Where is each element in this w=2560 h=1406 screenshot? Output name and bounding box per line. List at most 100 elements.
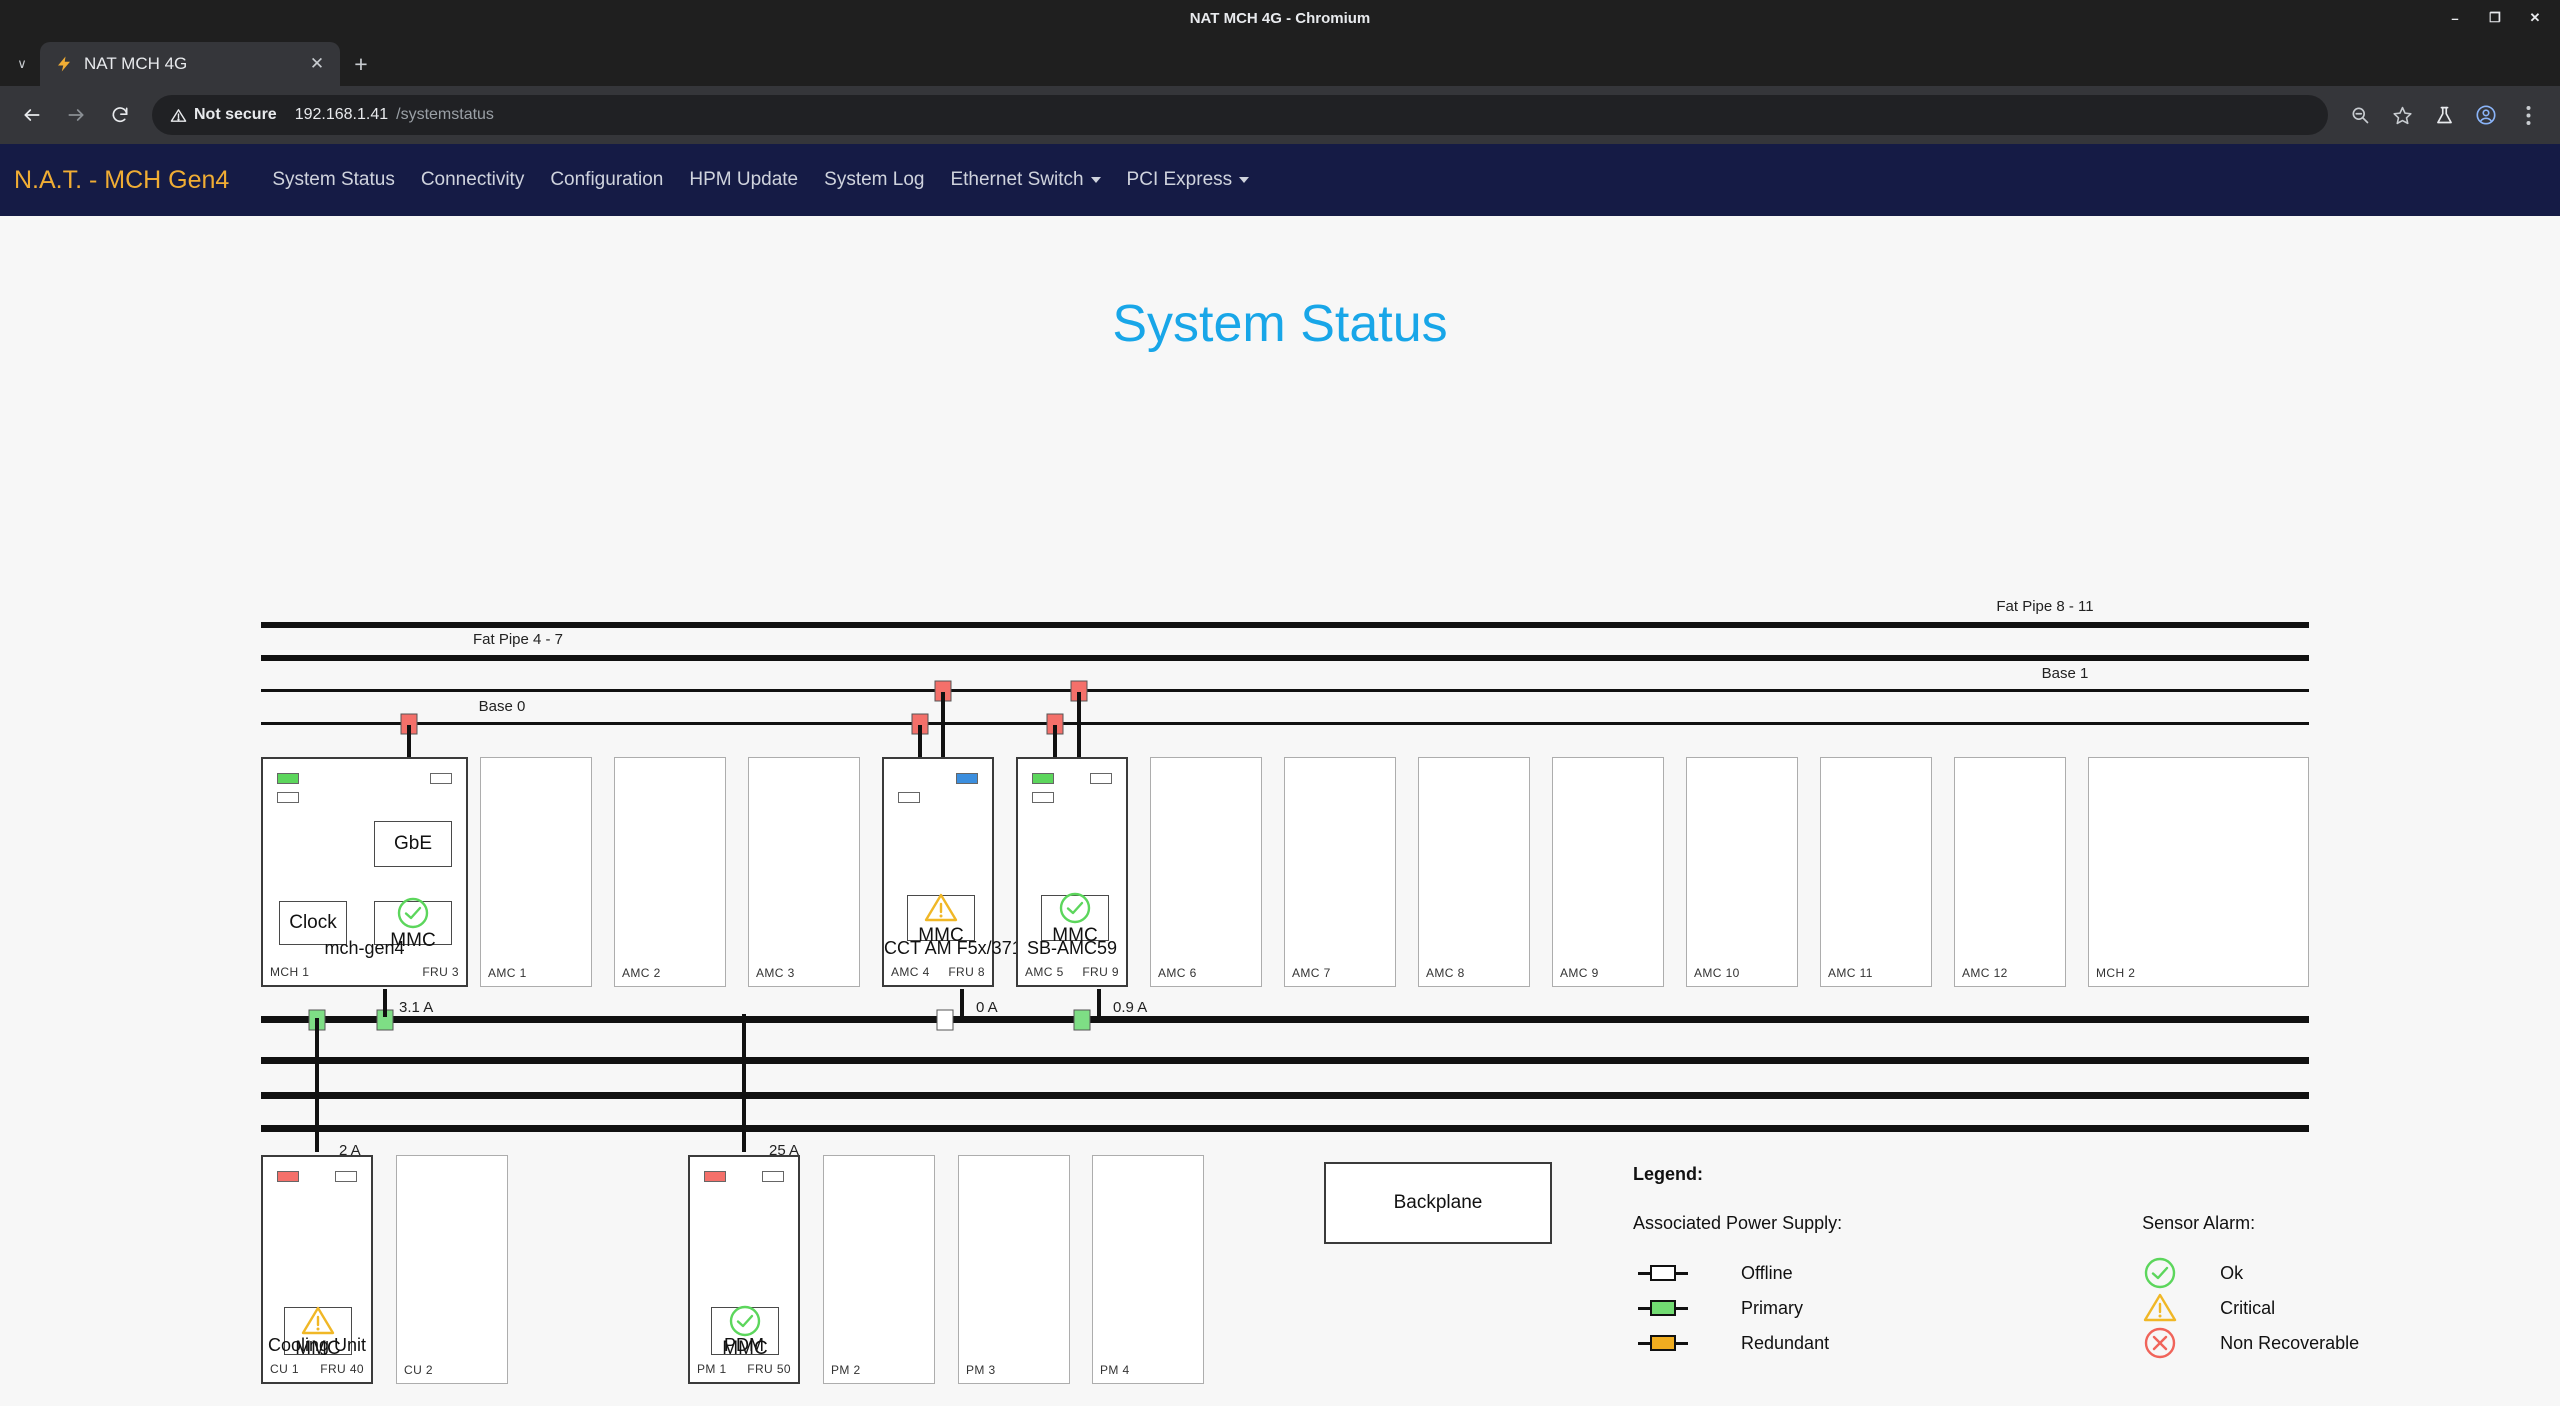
slot-card-amc-9[interactable]: AMC 9 bbox=[1552, 757, 1664, 987]
slot-card-amc-10[interactable]: AMC 10 bbox=[1686, 757, 1798, 987]
slot-id-label: MCH 2 bbox=[2096, 966, 2136, 980]
profile-avatar-icon[interactable] bbox=[2466, 95, 2506, 135]
bookmark-star-icon[interactable] bbox=[2382, 95, 2422, 135]
forward-icon[interactable] bbox=[56, 95, 96, 135]
link-marker-down[interactable] bbox=[934, 680, 952, 701]
chrome-menu-icon[interactable] bbox=[2508, 95, 2548, 135]
close-icon[interactable]: ✕ bbox=[309, 54, 325, 73]
experiments-flask-icon[interactable] bbox=[2424, 95, 2464, 135]
led-indicator-green bbox=[277, 773, 299, 784]
slot-id-label: AMC 8 bbox=[1426, 966, 1465, 980]
slot-card-amc-6[interactable]: AMC 6 bbox=[1150, 757, 1262, 987]
power-marker-up[interactable] bbox=[376, 1009, 394, 1030]
slot-id-label: PM 4 bbox=[1100, 1363, 1130, 1377]
nav-link-ethernet-switch[interactable]: Ethernet Switch bbox=[937, 161, 1113, 199]
slot-id-label: AMC 7 bbox=[1292, 966, 1331, 980]
slot-card-mch-2[interactable]: MCH 2 bbox=[2088, 757, 2309, 987]
link-marker-down[interactable] bbox=[400, 713, 418, 734]
brand-logo[interactable]: N.A.T. - MCH Gen4 bbox=[14, 165, 230, 194]
module-label: GbE bbox=[393, 833, 433, 855]
slot-card-pm-4[interactable]: PM 4 bbox=[1092, 1155, 1204, 1384]
power-marker-up[interactable] bbox=[308, 1009, 326, 1030]
back-icon[interactable] bbox=[12, 95, 52, 135]
slot-card-amc-1[interactable]: AMC 1 bbox=[480, 757, 592, 987]
slot-card-amc-2[interactable]: AMC 2 bbox=[614, 757, 726, 987]
slot-card-amc-3[interactable]: AMC 3 bbox=[748, 757, 860, 987]
power-stub-line bbox=[383, 989, 387, 1017]
slot-card-amc-11[interactable]: AMC 11 bbox=[1820, 757, 1932, 987]
current-label-lower: 2 A bbox=[339, 1142, 361, 1159]
browser-tab[interactable]: NAT MCH 4G ✕ bbox=[40, 42, 340, 86]
fru-id-label: FRU 8 bbox=[948, 965, 985, 979]
mmc-module-box[interactable]: MMC bbox=[1041, 892, 1109, 945]
slot-id-label: AMC 6 bbox=[1158, 966, 1197, 980]
bus-label-base-1: Base 1 bbox=[2041, 665, 2089, 682]
slot-id-label: AMC 9 bbox=[1560, 966, 1599, 980]
legend-sensor-alarm-heading: Sensor Alarm: bbox=[2142, 1213, 2256, 1233]
nav-link-hpm-update[interactable]: HPM Update bbox=[676, 161, 811, 199]
tab-search-icon[interactable]: ∨ bbox=[17, 56, 27, 71]
slot-card-name: mch-gen4 bbox=[324, 938, 405, 958]
module-box-clock[interactable]: Clock bbox=[279, 901, 347, 945]
address-bar[interactable]: Not secure 192.168.1.41/systemstatus bbox=[152, 95, 2328, 135]
nav-link-configuration[interactable]: Configuration bbox=[537, 161, 676, 199]
reload-icon[interactable] bbox=[100, 95, 140, 135]
mmc-module-box[interactable]: MMC bbox=[374, 897, 452, 950]
slot-id-label: MCH 1 bbox=[270, 965, 310, 979]
legend-swatch-green bbox=[1638, 1300, 1688, 1316]
nav-link-label: HPM Update bbox=[689, 169, 799, 190]
power-marker-up[interactable] bbox=[1073, 1009, 1091, 1030]
mmc-label: MMC bbox=[390, 930, 436, 952]
mmc-label: MMC bbox=[918, 925, 964, 947]
nav-link-label: PCI Express bbox=[1126, 169, 1233, 190]
power-marker-off[interactable] bbox=[936, 1009, 954, 1030]
nav-link-connectivity[interactable]: Connectivity bbox=[408, 161, 538, 199]
led-indicator-red bbox=[704, 1171, 726, 1182]
browser-tab-title: NAT MCH 4G bbox=[84, 54, 188, 73]
slot-card-pm-2[interactable]: PM 2 bbox=[823, 1155, 935, 1384]
slot-id-label: AMC 4 bbox=[891, 965, 930, 979]
link-marker-down[interactable] bbox=[1070, 680, 1088, 701]
slot-card-amc-8[interactable]: AMC 8 bbox=[1418, 757, 1530, 987]
legend-item-power-redundant: Redundant bbox=[1633, 1326, 1842, 1360]
browser-tabstrip: ∨ NAT MCH 4G ✕ + bbox=[0, 36, 2560, 86]
link-marker-down[interactable] bbox=[911, 713, 929, 734]
not-secure-indicator[interactable]: Not secure bbox=[166, 102, 287, 128]
legend-label: Non Recoverable bbox=[2220, 1332, 2360, 1353]
nav-link-pci-express[interactable]: PCI Express bbox=[1114, 161, 1263, 199]
current-label: 0.9 A bbox=[1113, 999, 1148, 1016]
slot-card-amc-7[interactable]: AMC 7 bbox=[1284, 757, 1396, 987]
mmc-label: MMC bbox=[1052, 925, 1098, 947]
slot-card-cu-2[interactable]: CU 2 bbox=[396, 1155, 508, 1384]
window-minimize-button[interactable]: – bbox=[2451, 10, 2459, 26]
legend-item-alarm-ok: Ok bbox=[2142, 1256, 2359, 1290]
slot-card-amc-12[interactable]: AMC 12 bbox=[1954, 757, 2066, 987]
module-box-gbe[interactable]: GbE bbox=[374, 821, 452, 867]
nav-link-system-status[interactable]: System Status bbox=[259, 161, 408, 199]
window-close-button[interactable]: ✕ bbox=[2529, 10, 2541, 25]
slot-id-label: PM 1 bbox=[697, 1362, 727, 1376]
new-tab-button[interactable]: + bbox=[354, 50, 368, 77]
mmc-module-box[interactable]: MMC bbox=[284, 1306, 352, 1358]
mmc-module-box[interactable]: MMC bbox=[711, 1305, 779, 1358]
window-maximize-button[interactable]: ❐ bbox=[2489, 10, 2501, 25]
zoom-out-icon[interactable] bbox=[2340, 95, 2380, 135]
mmc-module-box[interactable]: MMC bbox=[907, 893, 975, 945]
legend-item-power-offline: Offline bbox=[1633, 1256, 1842, 1290]
led-indicator-white bbox=[1090, 773, 1112, 784]
power-bus-line-4 bbox=[261, 1125, 2309, 1132]
bus-line-base-1 bbox=[261, 689, 2309, 692]
link-marker-down[interactable] bbox=[1046, 713, 1064, 734]
fru-id-label: FRU 40 bbox=[320, 1362, 364, 1376]
nav-link-system-log[interactable]: System Log bbox=[811, 161, 937, 199]
power-feeder-line bbox=[742, 1014, 746, 1152]
slot-card-pm-3[interactable]: PM 3 bbox=[958, 1155, 1070, 1384]
chevron-down-icon bbox=[1090, 177, 1101, 183]
